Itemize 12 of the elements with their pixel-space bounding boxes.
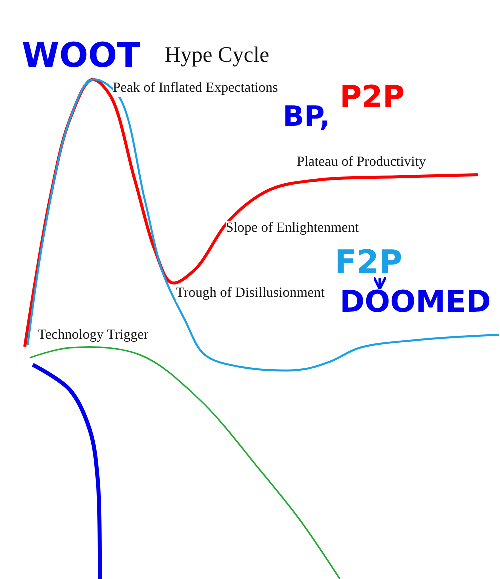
- chart-title: Hype Cycle: [165, 42, 270, 68]
- arrow: [372, 276, 388, 290]
- handwritten-note: WOOT: [22, 36, 141, 76]
- phase-label: Peak of Inflated Expectations: [113, 81, 278, 97]
- handwritten-note: DOOMED: [340, 288, 492, 318]
- phase-label: Slope of Enlightenment: [226, 221, 359, 237]
- handwritten-note: P2P: [340, 80, 405, 115]
- phase-label: Plateau of Productivity: [297, 155, 426, 171]
- phase-label: Technology Trigger: [38, 328, 149, 344]
- handwritten-note: BP,: [283, 100, 330, 133]
- handwritten-note: F2P: [335, 246, 403, 278]
- phase-label: Trough of Disillusionment: [176, 286, 325, 302]
